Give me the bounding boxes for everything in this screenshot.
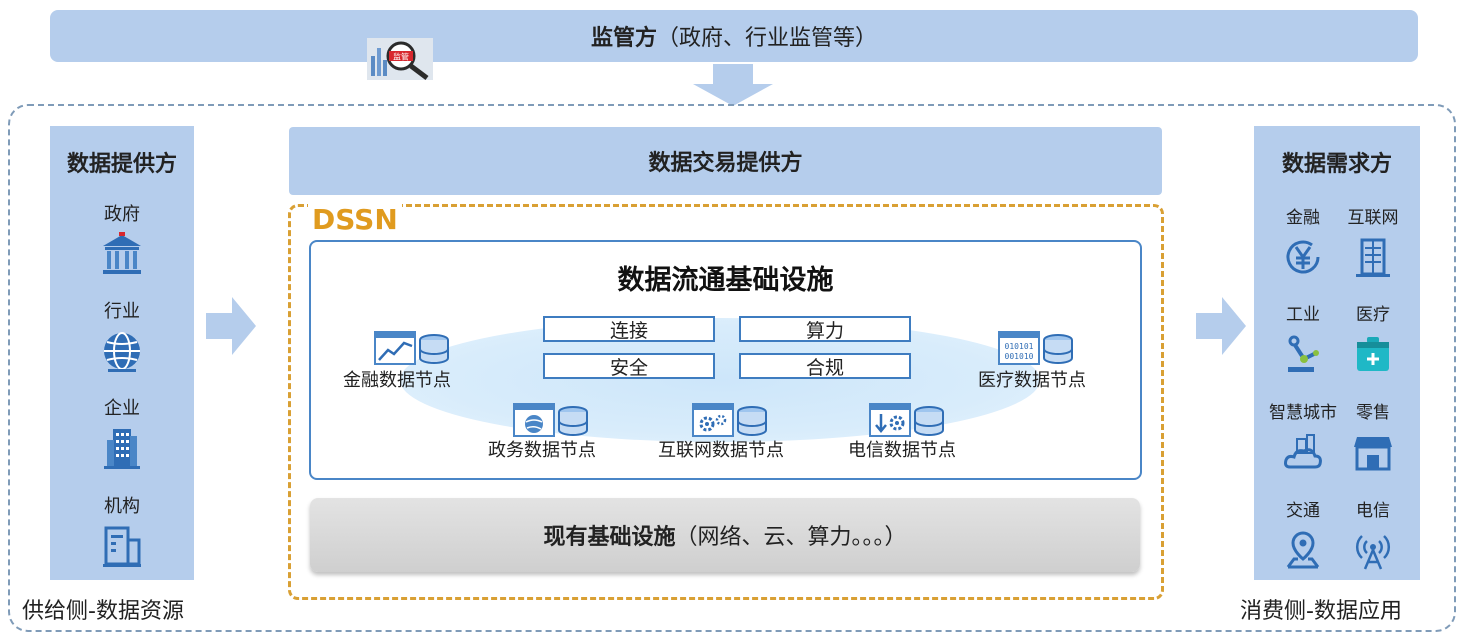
demand-item-transport: 交通 [1268, 496, 1338, 571]
supervision-magnifier-icon: 监管 [367, 38, 433, 80]
capability-label: 安全 [609, 356, 648, 379]
provider-item-enterprise: 企业 [50, 394, 194, 470]
right-arrow-icon [206, 297, 256, 355]
provider-item-label: 企业 [104, 398, 140, 419]
chart-database-icon [374, 331, 449, 365]
binary-code-line: 010101 [1005, 342, 1034, 351]
existing-infrastructure-bar: 现有基础设施（网络、云、算力。。。） [310, 498, 1140, 572]
smart-city-icon [1284, 434, 1322, 469]
demand-item-label: 智慧城市 [1269, 403, 1337, 423]
provider-title: 数据提供方 [66, 152, 177, 177]
demand-item-smart-city: 智慧城市 [1268, 398, 1338, 473]
dssn-frame [288, 204, 1164, 600]
capability-connect: 连接 [543, 316, 715, 342]
capability-label: 连接 [609, 319, 648, 342]
demand-item-internet: 互联网 [1338, 203, 1408, 278]
provider-item-label: 行业 [104, 301, 140, 322]
yen-coin-icon [1286, 240, 1320, 274]
demand-item-label: 交通 [1286, 501, 1320, 521]
demand-item-label: 工业 [1286, 305, 1320, 325]
dssn-label: DSSN [308, 203, 402, 237]
demand-item-label: 零售 [1356, 403, 1390, 423]
antenna-icon [1355, 535, 1391, 570]
institution-icon [103, 526, 141, 567]
provider-item-label: 政府 [104, 204, 140, 225]
right-arrow-icon [1196, 297, 1246, 355]
regulator-banner: 监管方（政府、行业监管等） [50, 10, 1418, 62]
capability-label: 算力 [805, 319, 844, 342]
binary-code-line: 001010 [1005, 352, 1034, 361]
node-label-government: 政务数据节点 [488, 440, 596, 461]
supply-side-label: 供给侧-数据资源 [22, 599, 184, 624]
globe-database-icon [513, 403, 588, 437]
capability-security: 安全 [543, 353, 715, 379]
demand-side-label: 消费侧-数据应用 [1240, 599, 1402, 624]
demand-column: 数据需求方 金融 互联网 工业 医疗 [1254, 126, 1420, 580]
storefront-icon [1354, 437, 1392, 471]
office-building-icon [104, 429, 140, 469]
infrastructure-title: 数据流通基础设施 [617, 265, 834, 296]
existing-infrastructure-title: 现有基础设施 [543, 525, 676, 550]
provider-item-label: 机构 [104, 496, 140, 517]
node-label-telecom: 电信数据节点 [848, 440, 956, 461]
regulator-title: 监管方 [590, 26, 657, 51]
demand-item-telecom: 电信 [1338, 496, 1408, 571]
map-pin-icon [1286, 531, 1320, 569]
provider-item-government: 政府 [50, 200, 194, 276]
node-label-internet: 互联网数据节点 [658, 440, 784, 461]
capability-label: 合规 [805, 356, 844, 379]
demand-item-label: 互联网 [1347, 208, 1399, 228]
demand-item-label: 电信 [1356, 501, 1390, 521]
exchange-provider-title: 数据交易提供方 [648, 151, 803, 176]
demand-item-finance: 金融 [1268, 203, 1338, 278]
skyscraper-icon [1356, 238, 1390, 277]
ecosystem-frame [8, 104, 1456, 632]
binary-database-icon: 010101 001010 [998, 331, 1073, 365]
capability-compliance: 合规 [739, 353, 911, 379]
exchange-provider-banner: 数据交易提供方 [289, 127, 1162, 195]
robot-arm-icon [1288, 335, 1319, 372]
demand-item-retail: 零售 [1338, 398, 1408, 473]
demand-item-industry: 工业 [1268, 300, 1338, 375]
demand-title: 数据需求方 [1281, 152, 1392, 177]
demand-item-label: 医疗 [1356, 305, 1390, 325]
capability-compute: 算力 [739, 316, 911, 342]
existing-infrastructure-subtitle: （网络、云、算力。。。） [675, 525, 907, 550]
demand-item-label: 金融 [1286, 208, 1320, 228]
node-label-medical: 医疗数据节点 [978, 370, 1086, 391]
government-building-icon [103, 232, 141, 274]
globe-icon [104, 332, 140, 372]
provider-column: 数据提供方 政府 行业 企业 [50, 126, 194, 580]
provider-item-institution: 机构 [50, 492, 194, 568]
node-label-finance: 金融数据节点 [343, 370, 451, 391]
regulator-subtitle: （政府、行业监管等） [657, 26, 878, 51]
download-gear-database-icon [869, 403, 944, 437]
provider-item-industry: 行业 [50, 297, 194, 373]
supervision-stamp-text: 监管 [393, 52, 409, 62]
medical-kit-icon [1357, 337, 1389, 371]
demand-item-medical: 医疗 [1338, 300, 1408, 375]
gear-database-icon [692, 403, 767, 437]
down-arrow-icon [693, 64, 773, 106]
